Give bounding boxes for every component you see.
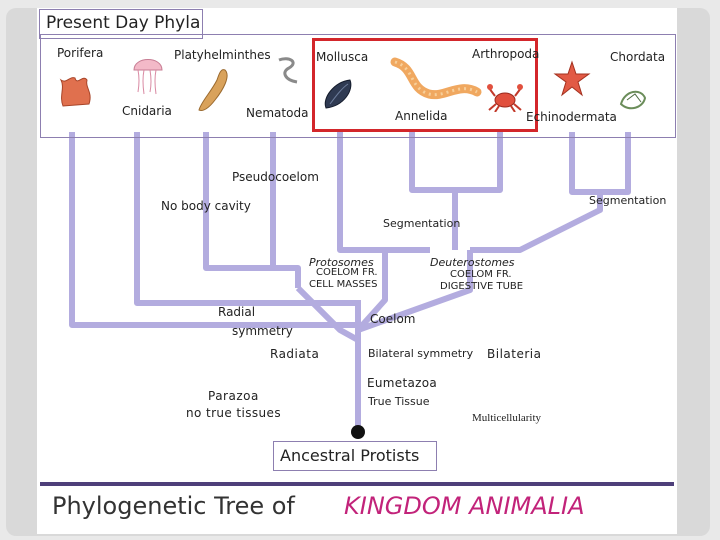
branch-deuterostomes <box>470 192 600 250</box>
earthworm-icon <box>385 52 485 108</box>
phylum-label-chordata: Chordata <box>610 50 665 64</box>
footer-title-part2: KINGDOM ANIMALIA <box>344 492 585 520</box>
label-pseudocoelom: Pseudocoelom <box>232 170 319 184</box>
phylum-label-nematoda: Nematoda <box>246 106 308 120</box>
phylum-label-mollusca: Mollusca <box>316 50 368 64</box>
branch-annelid-arthropod <box>412 132 500 190</box>
label-bilateria: Bilateria <box>487 347 541 361</box>
branch-echino-chordata <box>572 132 628 192</box>
label-true-tissue: True Tissue <box>368 395 430 408</box>
label-deuterostomes-detail-1: COELOM FR. <box>450 269 512 280</box>
sponge-icon <box>55 70 95 110</box>
ancestral-protists-box: Ancestral Protists <box>273 441 437 471</box>
phylum-label-annelida: Annelida <box>395 109 447 123</box>
label-no-body-cavity: No body cavity <box>161 199 251 213</box>
flatworm-icon <box>195 66 235 116</box>
root-node <box>351 425 365 439</box>
footer-rule <box>40 482 674 486</box>
label-radial: Radial <box>218 305 255 319</box>
label-symmetry: symmetry <box>232 324 293 338</box>
label-radiata: Radiata <box>270 347 319 361</box>
label-segmentation-protostomes: Segmentation <box>383 217 460 230</box>
label-parazoa: Parazoa <box>208 389 259 403</box>
label-ancestral-protists: Ancestral Protists <box>280 446 419 465</box>
label-no-true-tissues: no true tissues <box>186 406 281 420</box>
header-title: Present Day Phyla <box>46 13 200 33</box>
phylum-label-cnidaria: Cnidaria <box>122 104 172 118</box>
phylum-label-porifera: Porifera <box>57 46 103 60</box>
branch-radial-join <box>298 288 358 340</box>
label-bilateral-symmetry: Bilateral symmetry <box>368 347 473 360</box>
footer-title-part1: Phylogenetic Tree of <box>52 492 295 520</box>
nematode-icon <box>275 54 303 88</box>
label-eumetazoa: Eumetazoa <box>367 376 437 390</box>
label-protostomes-detail-2: CELL MASSES <box>309 279 377 290</box>
label-deuterostomes-detail-2: DIGESTIVE TUBE <box>440 281 523 292</box>
label-coelom: Coelom <box>370 312 415 326</box>
jellyfish-icon <box>130 50 166 98</box>
tunicate-icon <box>615 80 651 114</box>
starfish-icon <box>553 60 591 98</box>
crab-icon <box>487 82 523 112</box>
label-protostomes-detail-1: COELOM FR. <box>316 267 378 278</box>
phylum-label-platyhelminthes: Platyhelminthes <box>174 48 271 62</box>
branch-porifera <box>72 132 358 325</box>
label-deuterostomes: Deuterostomes <box>430 256 515 269</box>
mussel-icon <box>320 76 356 114</box>
phylum-label-echinodermata: Echinodermata <box>526 110 617 124</box>
label-segmentation-deuterostomes: Segmentation <box>589 194 666 207</box>
label-multicellularity: Multicellularity <box>472 412 541 424</box>
